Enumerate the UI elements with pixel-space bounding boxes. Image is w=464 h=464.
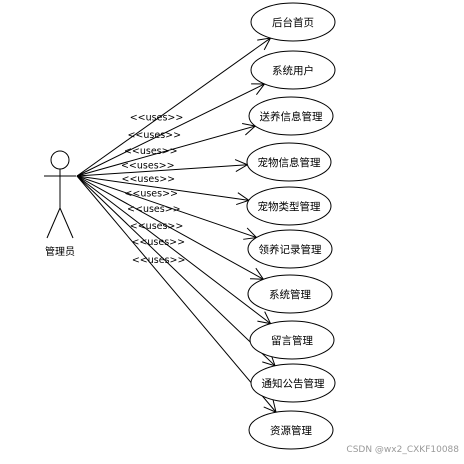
uses-stereotype-label: <<uses>>: [127, 130, 181, 141]
use-case-ellipse[interactable]: [250, 2, 336, 42]
uses-stereotype-label: <<uses>>: [124, 188, 178, 199]
uses-stereotype-label: <<uses>>: [122, 174, 176, 185]
use-case-label: 留言管理: [271, 334, 313, 347]
uses-relation-line: [76, 175, 257, 238]
use-case-label: 资源管理: [270, 424, 312, 437]
use-case-label: 通知公告管理: [262, 377, 325, 390]
use-case[interactable]: 宠物类型管理: [246, 186, 332, 226]
use-case-ellipse[interactable]: [248, 410, 334, 450]
use-case-label: 送养信息管理: [260, 110, 323, 123]
use-case-ellipse[interactable]: [248, 96, 334, 136]
use-case[interactable]: 宠物信息管理: [246, 142, 332, 182]
uses-stereotype-label: <<uses>>: [132, 255, 186, 266]
use-case-label: 领养记录管理: [259, 243, 322, 256]
actor-administrator: 管理员: [44, 150, 76, 258]
use-case-ellipse[interactable]: [247, 229, 333, 269]
use-case[interactable]: 后台首页: [250, 2, 336, 42]
actor-right-leg: [59, 207, 74, 239]
use-case-ellipse[interactable]: [250, 50, 336, 90]
uses-relation-line: [76, 38, 270, 177]
uses-relation-line: [76, 175, 271, 324]
uses-stereotype-label: <<uses>>: [124, 146, 178, 157]
use-case-label: 系统管理: [269, 288, 311, 301]
uses-stereotype-label: <<uses>>: [121, 161, 175, 172]
use-case[interactable]: 送养信息管理: [248, 96, 334, 136]
uses-stereotype-label: <<uses>>: [127, 204, 181, 215]
use-case[interactable]: 通知公告管理: [250, 363, 336, 403]
use-case-label: 系统用户: [272, 64, 314, 77]
use-case[interactable]: 系统管理: [247, 274, 333, 314]
uses-stereotype-label: <<uses>>: [130, 221, 184, 232]
relations-layer: <<uses>> <<uses>> <<uses>> <<uses>> <<uses>>…: [76, 38, 276, 412]
uses-relation-line: [76, 126, 255, 177]
uses-relation-line: [76, 165, 247, 177]
use-case-ellipse[interactable]: [249, 320, 335, 360]
use-case-label: 宠物信息管理: [258, 156, 321, 169]
actor-label: 管理员: [45, 245, 75, 258]
use-case[interactable]: 系统用户: [250, 50, 336, 90]
use-case-ellipse[interactable]: [247, 274, 333, 314]
uses-relation-line: [76, 175, 275, 366]
uses-relation-line: [76, 175, 276, 412]
use-case[interactable]: 领养记录管理: [247, 229, 333, 269]
uses-stereotype-label: <<uses>>: [130, 113, 184, 124]
uses-relation-line: [76, 175, 263, 279]
use-case-label: 宠物类型管理: [258, 200, 321, 213]
actor-left-leg: [46, 207, 61, 239]
use-case[interactable]: 资源管理: [248, 410, 334, 450]
uses-relation-line: [76, 175, 249, 200]
uses-relation-line: [76, 84, 265, 177]
use-case-label: 后台首页: [272, 16, 314, 29]
use-cases-layer: 后台首页系统用户送养信息管理宠物信息管理宠物类型管理领养记录管理系统管理留言管理…: [246, 2, 336, 450]
use-case-ellipse[interactable]: [250, 363, 336, 403]
actor-head: [50, 150, 70, 170]
uses-stereotype-label: <<uses>>: [131, 237, 185, 248]
watermark: CSDN @wx2_CXKF10088: [346, 445, 459, 455]
use-case-ellipse[interactable]: [246, 186, 332, 226]
use-case[interactable]: 留言管理: [249, 320, 335, 360]
use-case-ellipse[interactable]: [246, 142, 332, 182]
